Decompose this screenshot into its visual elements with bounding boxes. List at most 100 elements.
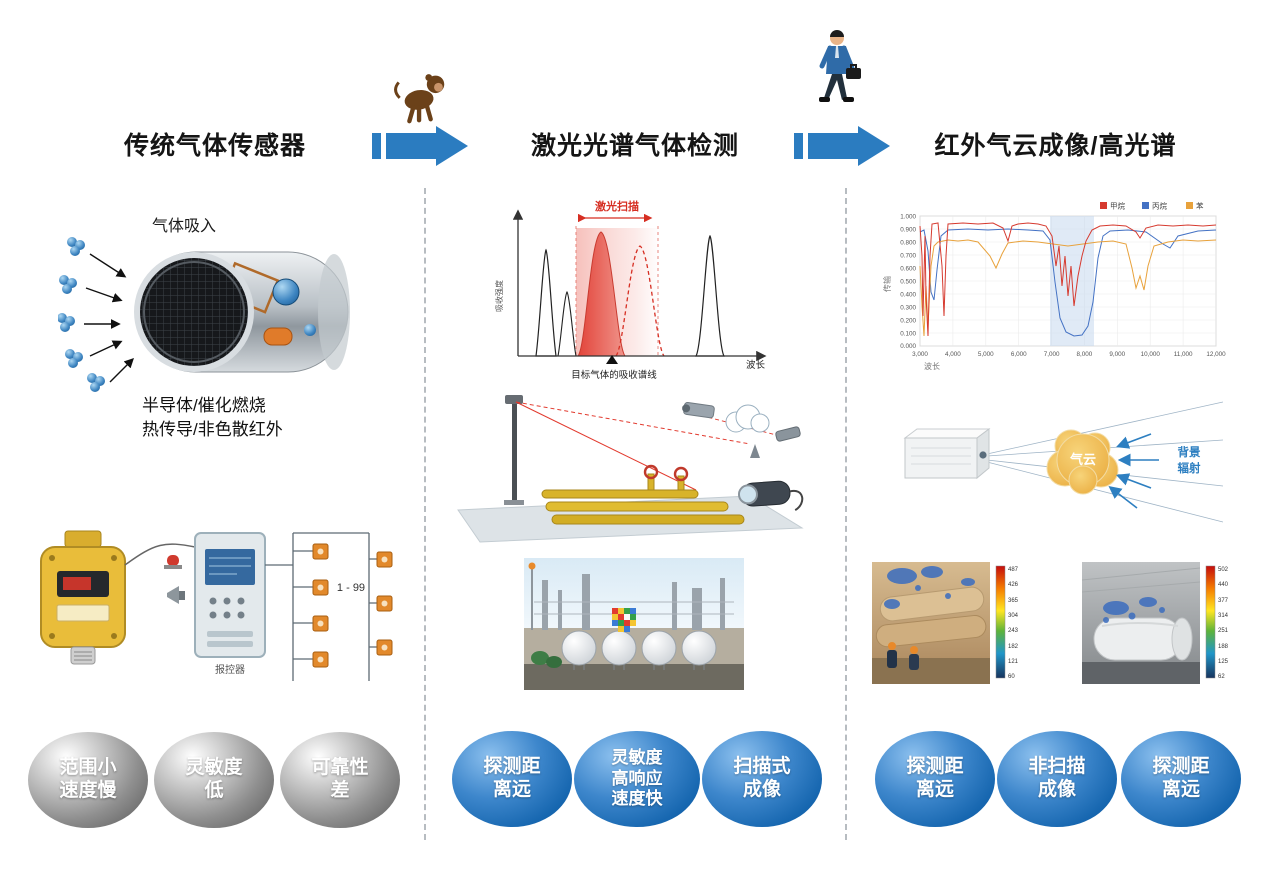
svg-text:125: 125 [1218,659,1229,665]
svg-text:0.900: 0.900 [900,227,916,234]
badge-line: 探测距 [1152,756,1210,778]
evolution-arrow-1 [372,126,468,166]
background-radiation-arrows [1108,433,1159,509]
tech-line: 半导体/催化燃烧 [142,396,266,415]
svg-text:0.300: 0.300 [900,305,916,312]
column1-title: 传统气体传感器 [123,132,306,160]
remote-detector-nodes [312,543,393,668]
gas-plume-overlay [884,566,975,609]
badge-line: 低 [204,780,224,801]
laser-pole [504,395,524,505]
signal-wire [124,543,196,566]
svg-text:辐射: 辐射 [1178,461,1201,475]
svg-text:440: 440 [1218,582,1229,588]
svg-text:487: 487 [1008,567,1019,573]
badge-line: 速度慢 [59,780,117,801]
controller-label: 报控器 [215,663,245,676]
target-absorption-label: 目标气体的吸收谱线 [571,369,657,381]
laser-detection-scene [457,395,804,543]
colorbar-scale: 487 426 365 304 243 182 121 60 [1008,567,1019,680]
imager-lens [979,451,987,459]
detector-network-diagram: 报控器 1 - 99 [40,530,393,681]
svg-text:7,000: 7,000 [1044,351,1060,358]
svg-text:4,000: 4,000 [945,351,961,358]
evolution-arrow-2 [794,126,890,166]
advantage-badge-distance-ir: 探测距 离远 [875,731,995,827]
column2-title: 激光光谱气体检测 [530,132,739,160]
storage-tank [1093,617,1193,661]
svg-text:0.700: 0.700 [900,253,916,260]
svg-text:0.800: 0.800 [900,240,916,247]
briefcase-icon [846,68,861,79]
svg-text:9,000: 9,000 [1109,351,1125,358]
thermal-image-tank: 502 440 377 314 251 188 125 62 [1082,562,1229,684]
infrared-camera [737,480,804,512]
temperature-colorbar [1205,565,1216,679]
svg-text:182: 182 [1008,644,1019,650]
limitation-badge-range: 范围小 速度慢 [28,732,148,828]
badge-line: 灵敏度 [185,757,243,779]
sensor-mesh-face [134,252,254,372]
limitation-badge-sensitivity: 灵敏度 低 [154,732,274,828]
column-separator-2 [845,188,847,840]
svg-text:251: 251 [1218,628,1229,634]
badge-line: 探测距 [483,756,541,778]
gas-pipes [541,464,745,525]
laser-spectrum-chart: 激光扫描 吸收强度 目标气体的吸收谱线 波长 [494,199,767,381]
wavelength-axis-label-right: 波长 [924,361,940,371]
svg-text:62: 62 [1218,674,1225,680]
infrared-imager-device [903,428,991,480]
alarm-horn-icon [167,586,185,604]
limitation-badge-reliability: 可靠性 差 [280,732,400,828]
gas-cloud-label: 气云 [1070,452,1096,467]
gas-cloud: 气云 [1046,429,1119,495]
svg-text:10,000: 10,000 [1141,351,1161,358]
badge-line: 灵敏度 [611,747,663,767]
legend-methane: 甲烷 [1110,201,1126,211]
column3-title: 红外气云成像/高光谱 [934,132,1177,160]
alarm-beacon-icon [164,555,182,569]
propane-curve [919,228,1217,337]
badge-line: 离远 [1161,779,1200,800]
alarm-controller [194,532,266,658]
chart-legend: 甲烷 丙烷 苯 [1100,201,1204,211]
thermal-image-pipes: 487 426 365 304 243 182 121 60 [872,562,1019,684]
gas-plume-overlay [1103,597,1165,623]
svg-text:1.000: 1.000 [900,214,916,221]
background-radiation-label: 背景 辐射 [1178,445,1201,475]
absorption-axis-label: 吸收强度 [494,280,504,312]
svg-text:0.400: 0.400 [900,292,916,299]
column-separator-1 [424,188,426,840]
benzene-curve [919,239,1217,337]
gas-leak-overlay [612,608,636,632]
legend-propane: 丙烷 [1152,201,1168,211]
svg-text:0.600: 0.600 [900,266,916,273]
advantage-badge-non-scanning: 非扫描 成像 [997,731,1117,827]
svg-text:0.100: 0.100 [900,331,916,338]
detector-count-range: 1 - 99 [337,582,365,594]
advantage-badge-sensitivity: 灵敏度 高响应 速度快 [574,731,700,827]
svg-text:60: 60 [1008,674,1015,680]
tech-line: 热传导/非色散红外 [142,420,283,440]
remote-detector-devices [682,401,801,458]
colorbar-scale: 502 440 377 314 251 188 125 62 [1218,567,1229,680]
workers [887,642,919,670]
badge-line: 速度快 [611,789,663,809]
gas-cloud-imaging-scene: 气云 背景 辐射 [903,401,1223,523]
network-wires [265,532,377,681]
intake-arrows [84,253,134,383]
monkey-icon [394,74,445,124]
badge-line: 差 [330,780,350,801]
advantage-badge-distance: 探测距 离远 [452,731,572,827]
refinery-photo [524,558,744,690]
badge-line: 范围小 [59,757,117,779]
sensor-cylinder [134,251,350,373]
badge-line: 高响应 [611,768,663,788]
storage-spheres [561,630,717,670]
badge-line: 离远 [492,779,531,800]
svg-text:304: 304 [1008,613,1019,619]
laser-scan-label: 激光扫描 [595,199,639,213]
